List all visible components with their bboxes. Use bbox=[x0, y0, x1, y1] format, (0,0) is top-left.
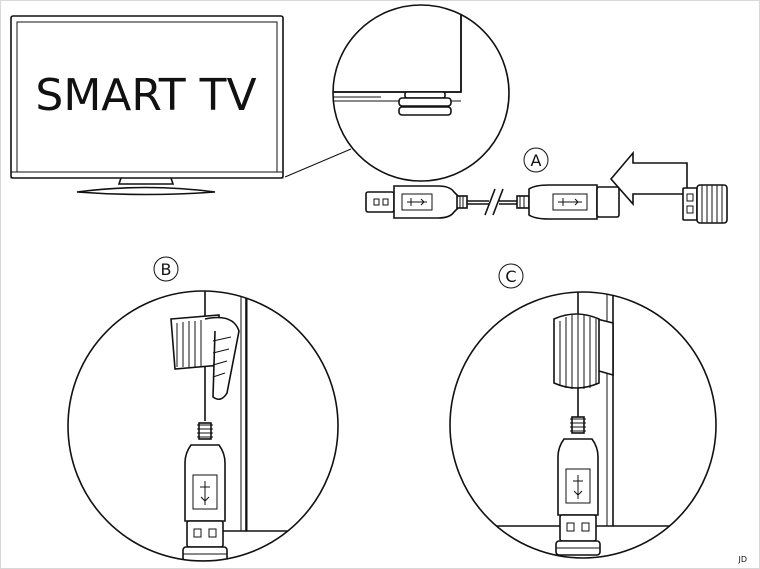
tv-label: SMART TV bbox=[35, 70, 256, 121]
step-b-label: B bbox=[161, 260, 172, 279]
step-c-label: C bbox=[505, 267, 516, 286]
velcro-wrap bbox=[553, 313, 600, 389]
magnify-leader-line bbox=[284, 148, 352, 178]
step-a-label: A bbox=[531, 151, 542, 170]
insert-arrow-icon bbox=[609, 150, 688, 207]
step-a: A bbox=[365, 147, 728, 224]
smart-tv: SMART TV bbox=[10, 15, 284, 196]
signature: JD bbox=[737, 555, 747, 564]
step-c: C bbox=[449, 263, 717, 559]
step-a-marker bbox=[523, 147, 549, 173]
usb-dongle bbox=[682, 184, 728, 224]
step-c-marker bbox=[498, 263, 524, 289]
step-b: B bbox=[67, 256, 339, 562]
magnifier-tv-port bbox=[332, 4, 510, 182]
step-b-marker bbox=[153, 256, 179, 282]
extension-plug-left bbox=[365, 185, 459, 219]
